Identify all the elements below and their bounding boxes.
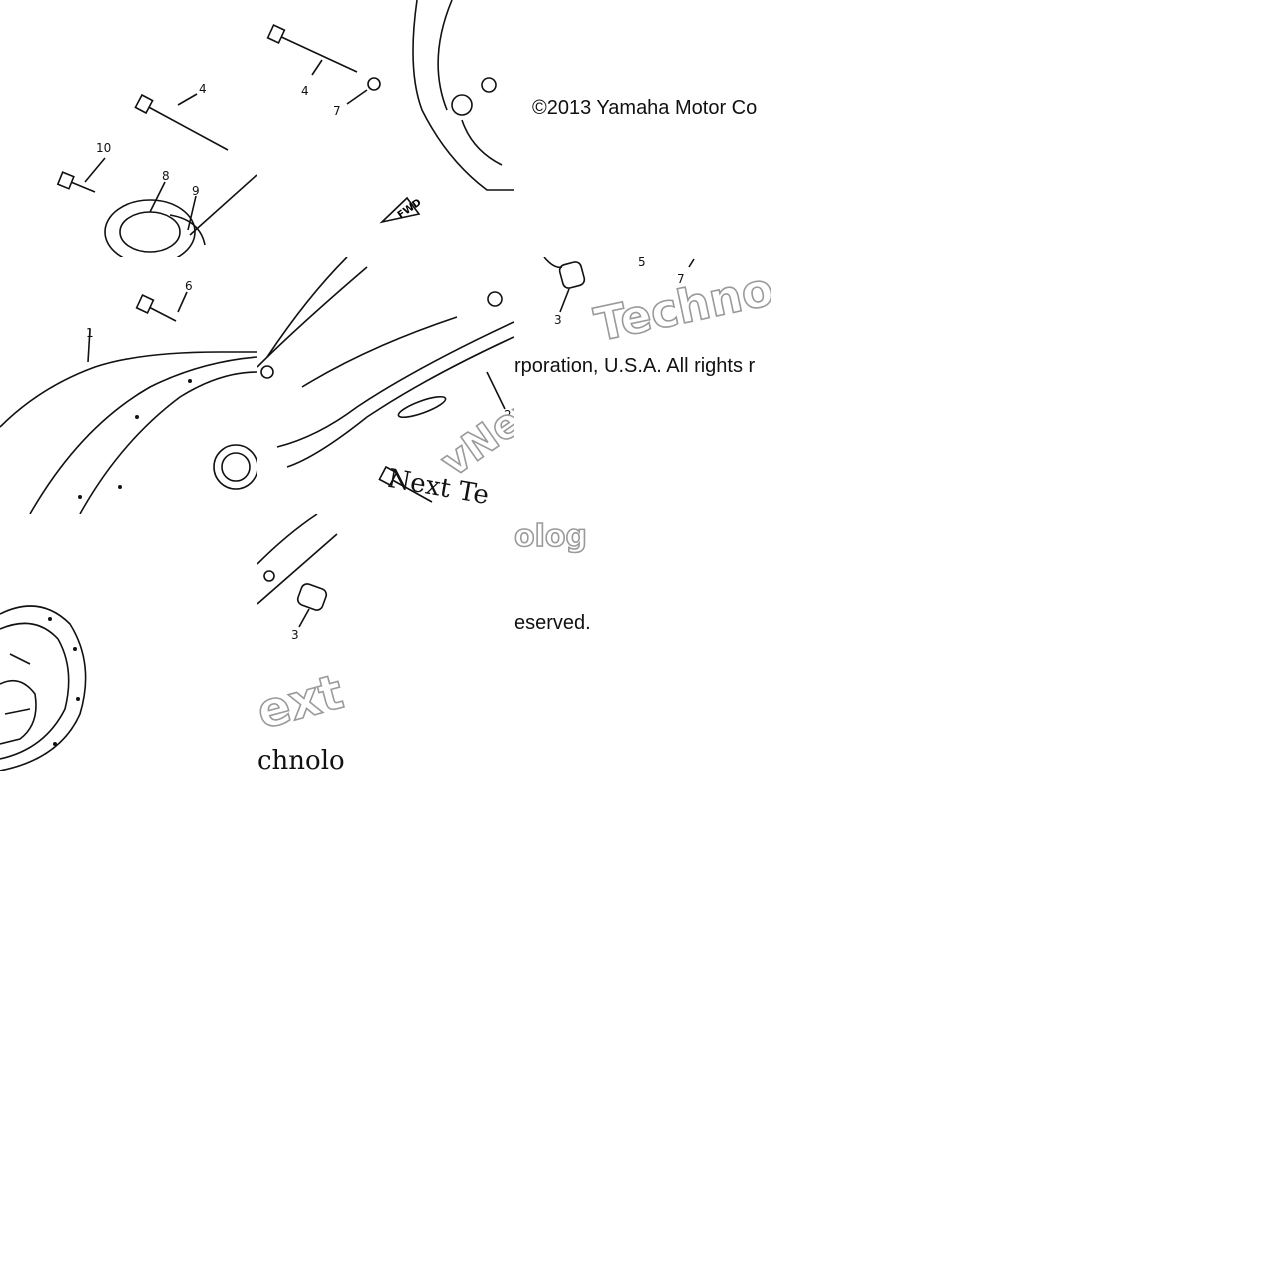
callout-4: 4 <box>199 82 207 96</box>
diagram-tile-middle-right: 3 5 7 Techno rporation, U.S.A. All right… <box>514 257 771 514</box>
washer <box>367 77 381 91</box>
gasket-outer-edge <box>257 266 368 368</box>
bearing-inner <box>119 211 181 253</box>
diagram-tile-center: 2 vNext Next Te <box>257 257 514 514</box>
watermark-ext: ext <box>257 664 349 740</box>
callout-7b: 7 <box>677 272 685 286</box>
diagram-tile-bottom-right: olog eserved. <box>514 514 771 771</box>
dowel-pin <box>558 261 586 289</box>
dowel-pin-b <box>296 583 328 611</box>
cover-outer <box>0 605 87 771</box>
crankcase-outline <box>0 351 257 428</box>
gasket-edge-b <box>257 533 338 605</box>
leader-7b <box>688 258 695 268</box>
copyright-line-1: ©2013 Yamaha Motor Co <box>532 97 758 119</box>
case-outline <box>412 0 514 191</box>
leader-8 <box>149 181 166 213</box>
leader-1 <box>87 328 91 363</box>
case-rib <box>301 316 458 388</box>
long-bolt-shaft <box>142 103 229 151</box>
case-hole <box>481 77 497 93</box>
gasket-inner <box>79 371 257 514</box>
gasket-inner-edge <box>276 321 514 448</box>
dowel-curve <box>543 257 563 269</box>
diagram-tile-bottom-middle: 3 ext chnolo <box>257 514 514 771</box>
cover-edge <box>189 174 257 236</box>
leader-6 <box>177 291 188 313</box>
callout-3: 3 <box>554 313 562 327</box>
diagram-tile-top-right: ©2013 Yamaha Motor Co <box>514 0 771 257</box>
case-boss <box>451 94 473 116</box>
gasket-ring <box>169 214 206 246</box>
callout-4b: 4 <box>301 84 309 98</box>
cover-inner <box>0 622 70 760</box>
bolt-hole-b <box>263 570 275 582</box>
case-opening-inner <box>221 452 251 482</box>
through-bolt-head <box>266 24 286 44</box>
diagram-tile-top-left: 4 10 8 9 <box>0 0 257 257</box>
watermark-vnext: vNext <box>433 373 514 486</box>
diagram-tile-top-middle: 4 7 FWD <box>257 0 514 257</box>
gasket-edge-a <box>257 514 318 565</box>
callout-7: 7 <box>333 104 341 118</box>
gasket-top-edge <box>266 257 348 358</box>
case-inner-line <box>437 0 453 111</box>
bolt-hole-left <box>260 365 274 379</box>
leader-9 <box>187 195 197 231</box>
callout-5: 5 <box>638 257 646 269</box>
leader-4b <box>311 59 323 76</box>
slot-hole <box>397 395 447 419</box>
cover-hub <box>0 679 37 745</box>
callout-1: 1 <box>86 326 94 340</box>
gasket-outer <box>29 356 257 514</box>
bolt-6-head <box>135 294 155 314</box>
watermark-chnolo: chnolo <box>257 746 345 771</box>
copyright-line-2: rporation, U.S.A. All rights r <box>514 355 756 377</box>
dowel-hole <box>487 291 503 307</box>
case-opening <box>213 444 257 490</box>
case-flange <box>461 119 503 166</box>
through-bolt-shaft <box>276 34 358 73</box>
leader-2 <box>486 371 506 410</box>
leader-3b <box>298 608 310 628</box>
callout-10: 10 <box>96 141 111 155</box>
callout-6: 6 <box>185 279 193 293</box>
bearing-housing <box>104 199 196 257</box>
callout-3b: 3 <box>291 628 299 642</box>
copyright-line-3: eserved. <box>514 612 591 634</box>
long-bolt-head <box>134 93 154 115</box>
leader-10 <box>84 157 106 183</box>
diagram-tile-bottom-left <box>0 514 257 771</box>
leader-3 <box>559 288 570 313</box>
callout-2: 2 <box>504 408 512 422</box>
fwd-arrow <box>379 196 421 224</box>
drain-bolt-head <box>378 465 398 487</box>
short-bolt-head <box>56 171 75 190</box>
diagram-tile-middle-left: 1 6 <box>0 257 257 514</box>
drain-bolt <box>386 476 433 503</box>
cover-spokes <box>4 653 31 715</box>
leader-4 <box>177 93 198 106</box>
callout-8: 8 <box>162 169 170 183</box>
leader-7 <box>346 89 368 105</box>
callout-9: 9 <box>192 184 200 198</box>
gasket-bottom-edge <box>286 336 514 468</box>
watermark-olog: olog <box>514 519 587 554</box>
